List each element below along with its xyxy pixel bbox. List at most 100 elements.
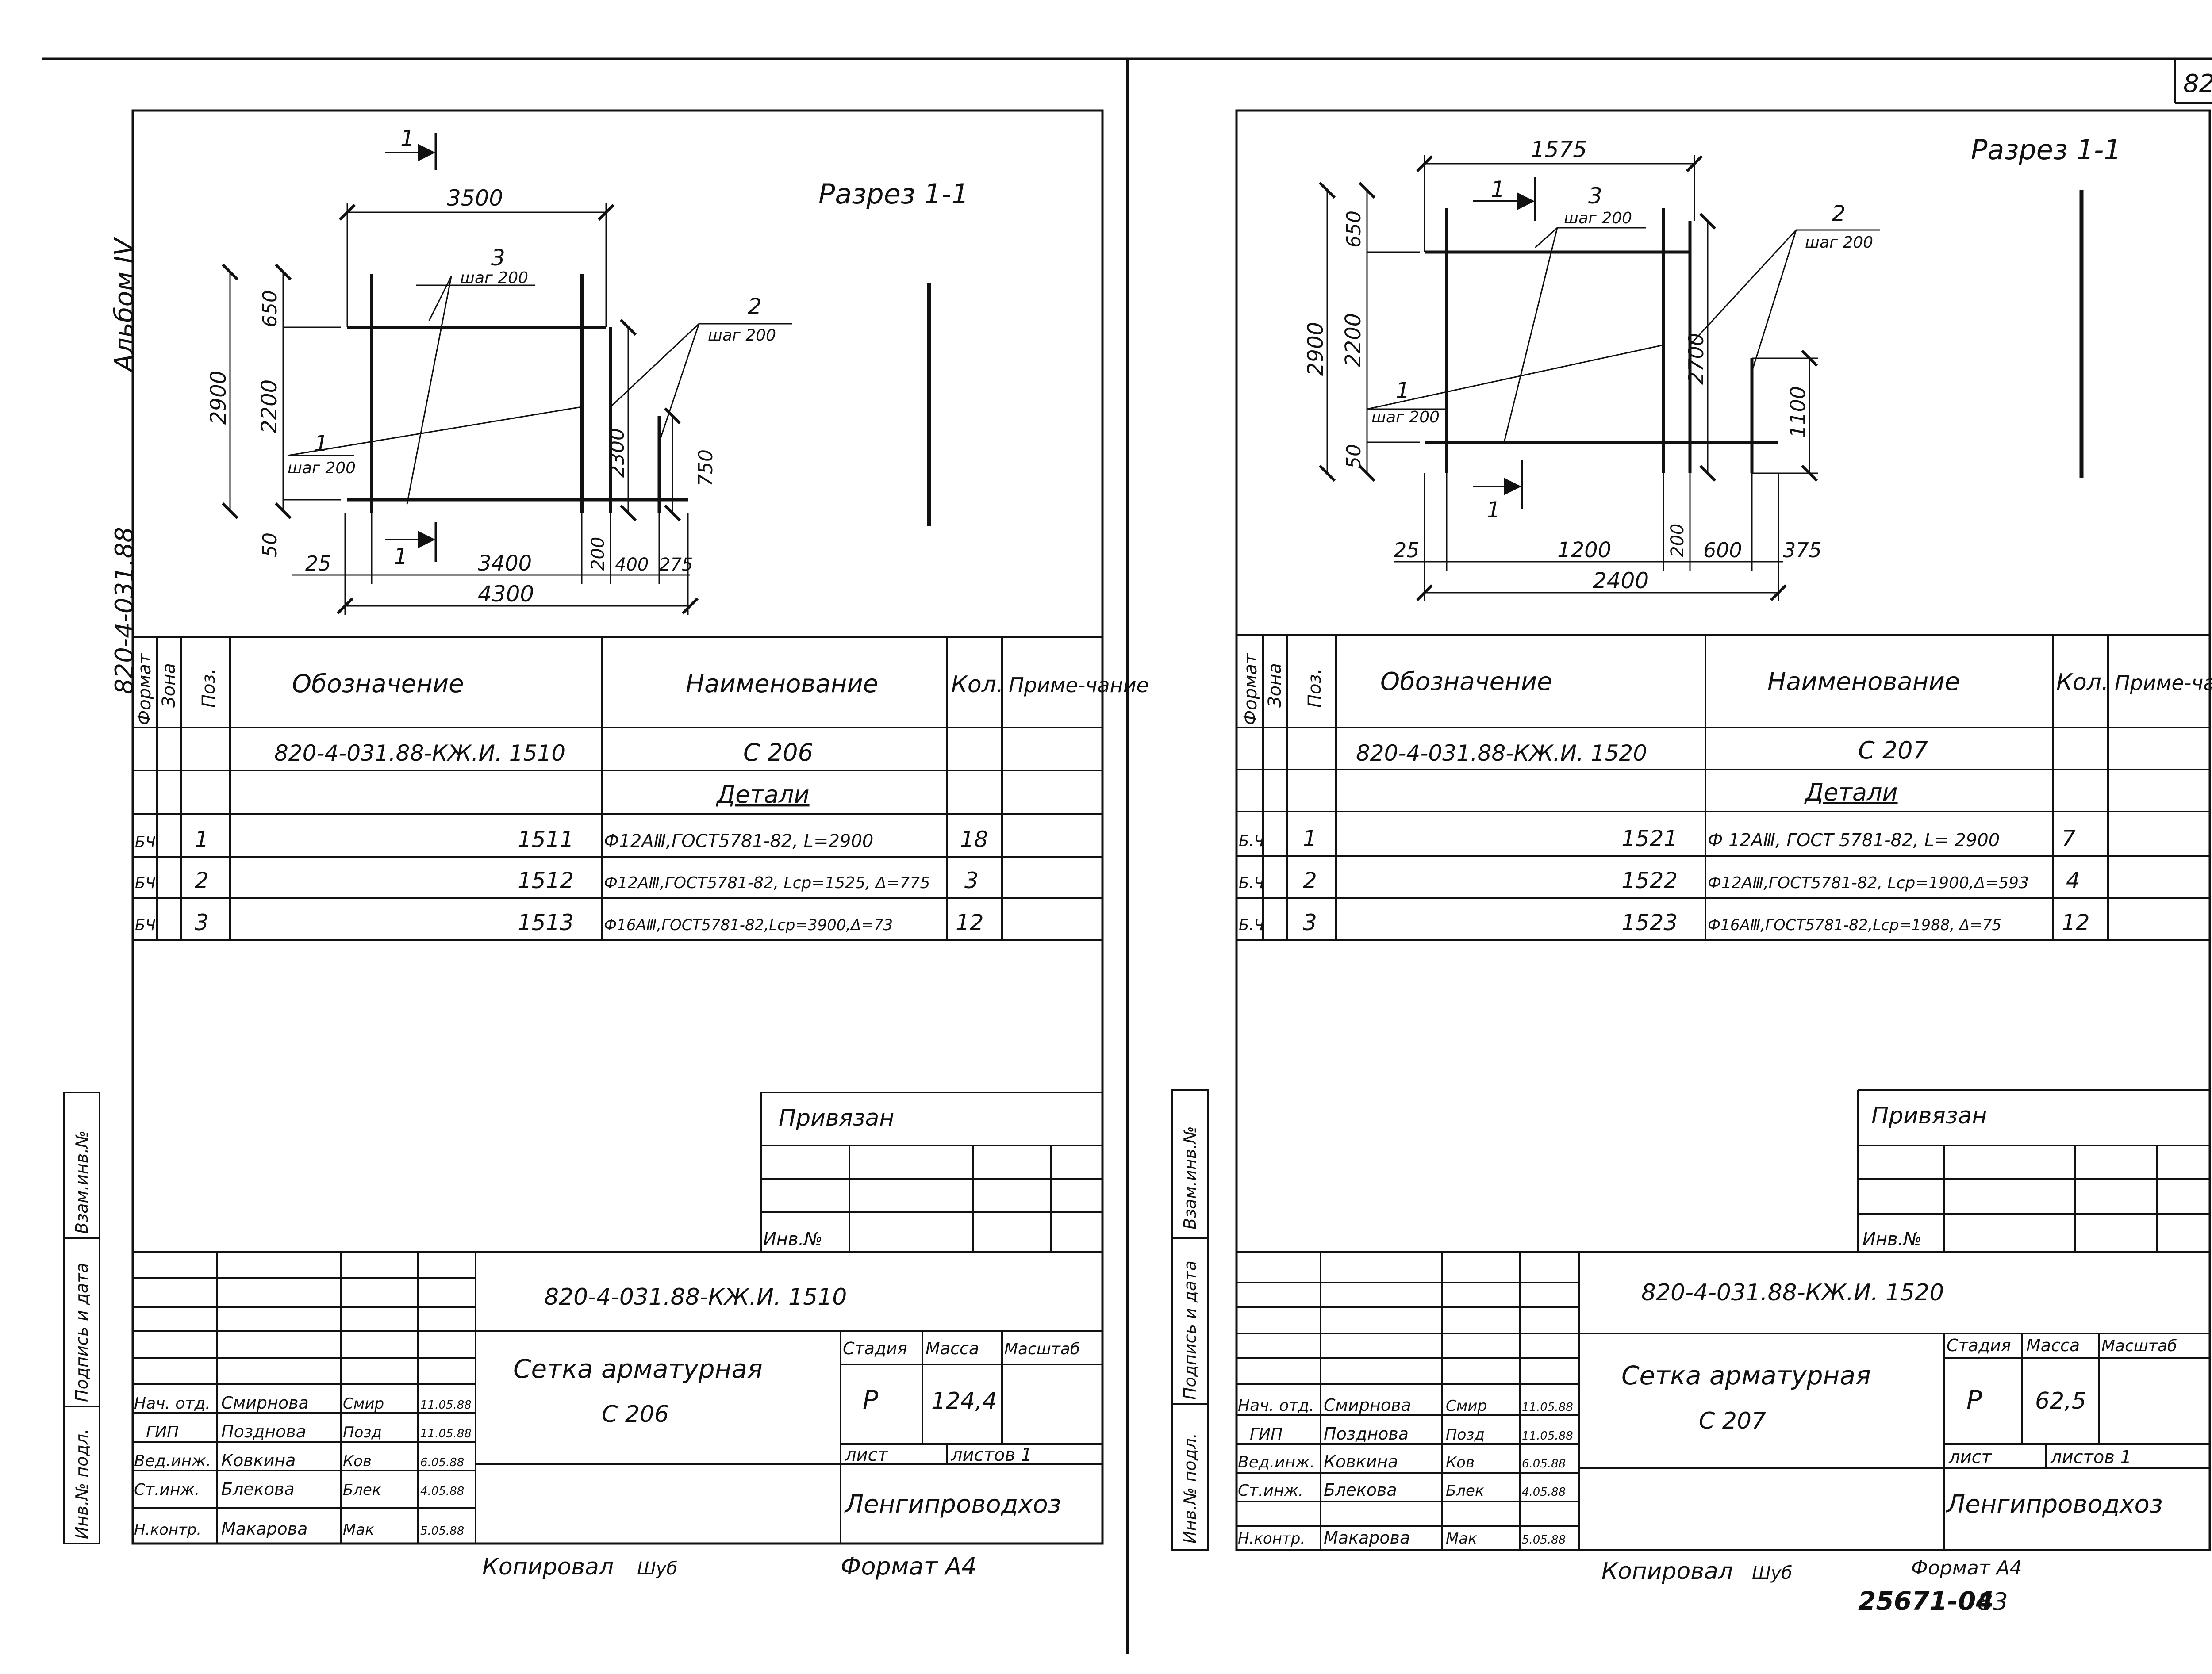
svg-text:5.05.88: 5.05.88: [1522, 1533, 1566, 1547]
right-spec-h-note: Приме-чание: [2115, 671, 2212, 695]
svg-text:Позднова: Позднова: [1324, 1424, 1409, 1444]
left-privyazan-label: Привязан: [779, 1105, 894, 1131]
svg-text:Ковкина: Ковкина: [1324, 1452, 1398, 1471]
left-spec-row3-name: Ф16АⅢ,ГОСТ5781-82,Lср=3900,Δ=73: [604, 916, 893, 934]
right-dim-200: 200: [1667, 524, 1688, 557]
svg-text:Н.контр.: Н.контр.: [1238, 1530, 1305, 1548]
left-dim-bottom: 50: [259, 532, 281, 557]
left-tb-org: Ленгипроводхоз: [844, 1490, 1061, 1519]
left-tb-sheets: листов 1: [951, 1445, 1032, 1465]
svg-text:Вед.инж.: Вед.инж.: [134, 1452, 211, 1470]
right-privyazan-label: Привязан: [1871, 1103, 1987, 1129]
left-tb-sheet: лист: [845, 1445, 889, 1465]
right-spec-row3-pos: 3: [1303, 910, 1317, 935]
svg-text:Ков: Ков: [343, 1452, 372, 1470]
left-callout-1: 1: [314, 431, 328, 456]
left-spec-h-zone: Зона: [159, 663, 179, 708]
left-spec-row3-format: БЧ: [135, 916, 156, 934]
left-spec-row1-qty: 18: [960, 827, 988, 852]
svg-text:Смирнова: Смирнова: [221, 1393, 309, 1413]
right-dim-right-long: 2700: [1684, 333, 1708, 385]
left-side-stamp-grid: [63, 1092, 100, 1544]
svg-text:5.05.88: 5.05.88: [420, 1525, 464, 1538]
right-inv-no-label: Инв.№: [1863, 1229, 1922, 1249]
left-dim-middle: 2200: [257, 379, 282, 433]
svg-text:Позд: Позд: [1446, 1426, 1485, 1444]
left-spec-row2-pos: 2: [195, 868, 209, 893]
right-spec-row1-name: Ф 12АⅢ, ГОСТ 5781-82, L= 2900: [1708, 830, 2000, 850]
right-dim-25: 25: [1394, 538, 1420, 562]
right-side-stamp-vzam: Взам.инв.№: [1180, 1126, 1200, 1230]
svg-text:Ков: Ков: [1446, 1454, 1475, 1471]
left-spec-h-note: Приме-чание: [1009, 673, 1149, 697]
right-callout-1: 1: [1396, 378, 1410, 403]
left-callout-3: 3: [491, 245, 505, 271]
svg-text:Блек: Блек: [1446, 1482, 1484, 1500]
right-side-stamp-sign: Подпись и дата: [1180, 1260, 1200, 1400]
right-spec-h-designation: Обозначение: [1380, 667, 1552, 696]
svg-text:Смирнова: Смирнова: [1324, 1395, 1411, 1415]
svg-text:4.05.88: 4.05.88: [420, 1485, 464, 1498]
right-spec-main-designation: 820-4-031.88-КЖ.И. 1520: [1356, 740, 1647, 766]
left-tb-people: Нач. отд. Смирнова Смир 11.05.88 ГИП Поз…: [134, 1393, 472, 1539]
right-tb-name1: Сетка арматурная: [1621, 1360, 1871, 1391]
right-tb-name2: С 207: [1699, 1408, 1766, 1434]
left-spec-row3-pos: 3: [195, 910, 209, 935]
right-spec-details-label: Детали: [1804, 778, 1898, 806]
left-spec-row1-format: БЧ: [135, 833, 156, 851]
right-privyazan-grid: [1857, 1089, 2210, 1252]
left-callout-1-step: шаг 200: [288, 459, 356, 477]
left-spec-row1-name: Ф12АⅢ,ГОСТ5781-82, L=2900: [604, 831, 873, 851]
left-spec-main-name: С 206: [743, 739, 813, 766]
left-tb-mass: 124,4: [931, 1388, 997, 1414]
svg-text:Ст.инж.: Ст.инж.: [134, 1481, 200, 1499]
right-spec-row1-qty: 7: [2062, 826, 2076, 851]
right-spec-row1-designation: 1521: [1621, 826, 1678, 851]
right-spec-h-zone: Зона: [1265, 663, 1285, 708]
svg-text:Смир: Смир: [1446, 1397, 1487, 1415]
right-spec-row2-name: Ф12АⅢ,ГОСТ5781-82, Lср=1900,Δ=593: [1708, 874, 2029, 892]
svg-text:11.05.88: 11.05.88: [420, 1427, 472, 1440]
left-spec-main-designation: 820-4-031.88-КЖ.И. 1510: [274, 740, 565, 766]
left-spec-h-pos: Поз.: [199, 668, 219, 708]
right-callout-3-step: шаг 200: [1564, 209, 1632, 227]
left-section-mark-bottom: 1: [394, 544, 408, 569]
svg-text:Макарова: Макарова: [1324, 1528, 1410, 1548]
svg-text:Нач. отд.: Нач. отд.: [134, 1394, 211, 1413]
left-side-code: 820-4-031.88: [110, 527, 139, 694]
svg-text:Смир: Смир: [343, 1395, 384, 1413]
svg-text:Блек: Блек: [343, 1481, 381, 1499]
left-callout-2-step: шаг 200: [708, 326, 776, 345]
right-spec-row2-designation: 1522: [1621, 868, 1678, 893]
right-footer-page: 83: [1978, 1588, 2008, 1616]
left-dim-3400: 3400: [478, 551, 532, 576]
left-spec-row2-qty: 3: [964, 868, 979, 893]
svg-text:Ст.инж.: Ст.инж.: [1238, 1482, 1303, 1500]
right-dim-height: 2900: [1303, 322, 1328, 376]
right-callout-2-step: шаг 200: [1805, 234, 1873, 252]
left-spec-row2-designation: 1512: [518, 868, 574, 893]
left-spec-h-format: Формат: [134, 653, 155, 725]
right-tb-stage-h: Стадия: [1947, 1336, 2011, 1355]
left-section-drawing: Разрез 1-1 3 шаг 200 2 шаг 200 1 шаг 200: [206, 126, 969, 615]
right-spec-row2-qty: 4: [2066, 868, 2080, 893]
left-dim-275: 275: [659, 555, 693, 575]
left-privyazan-grid: [760, 1092, 1102, 1252]
svg-text:Блекова: Блекова: [1324, 1480, 1397, 1500]
right-spec-h-qty: Кол.: [2056, 669, 2109, 696]
left-spec-h-qty: Кол.: [951, 671, 1004, 698]
left-callout-3-step: шаг 200: [460, 269, 528, 287]
right-dim-top: 1575: [1531, 137, 1587, 162]
right-spec-h-name: Наименование: [1767, 667, 1960, 696]
svg-text:6.05.88: 6.05.88: [1522, 1457, 1566, 1471]
svg-text:11.05.88: 11.05.88: [1522, 1401, 1573, 1414]
left-footer-format: Формат А4: [841, 1552, 977, 1580]
right-callout-1-step: шаг 200: [1371, 408, 1440, 426]
left-spec-details-label: Детали: [716, 781, 810, 808]
svg-text:Ковкина: Ковкина: [221, 1451, 296, 1470]
right-footer-copied-sign: Шуб: [1752, 1563, 1792, 1583]
left-dim-right-long: 2300: [606, 428, 629, 478]
right-spec-row2-format: Б.Ч: [1239, 874, 1264, 892]
right-dim-middle: 2200: [1341, 313, 1366, 367]
